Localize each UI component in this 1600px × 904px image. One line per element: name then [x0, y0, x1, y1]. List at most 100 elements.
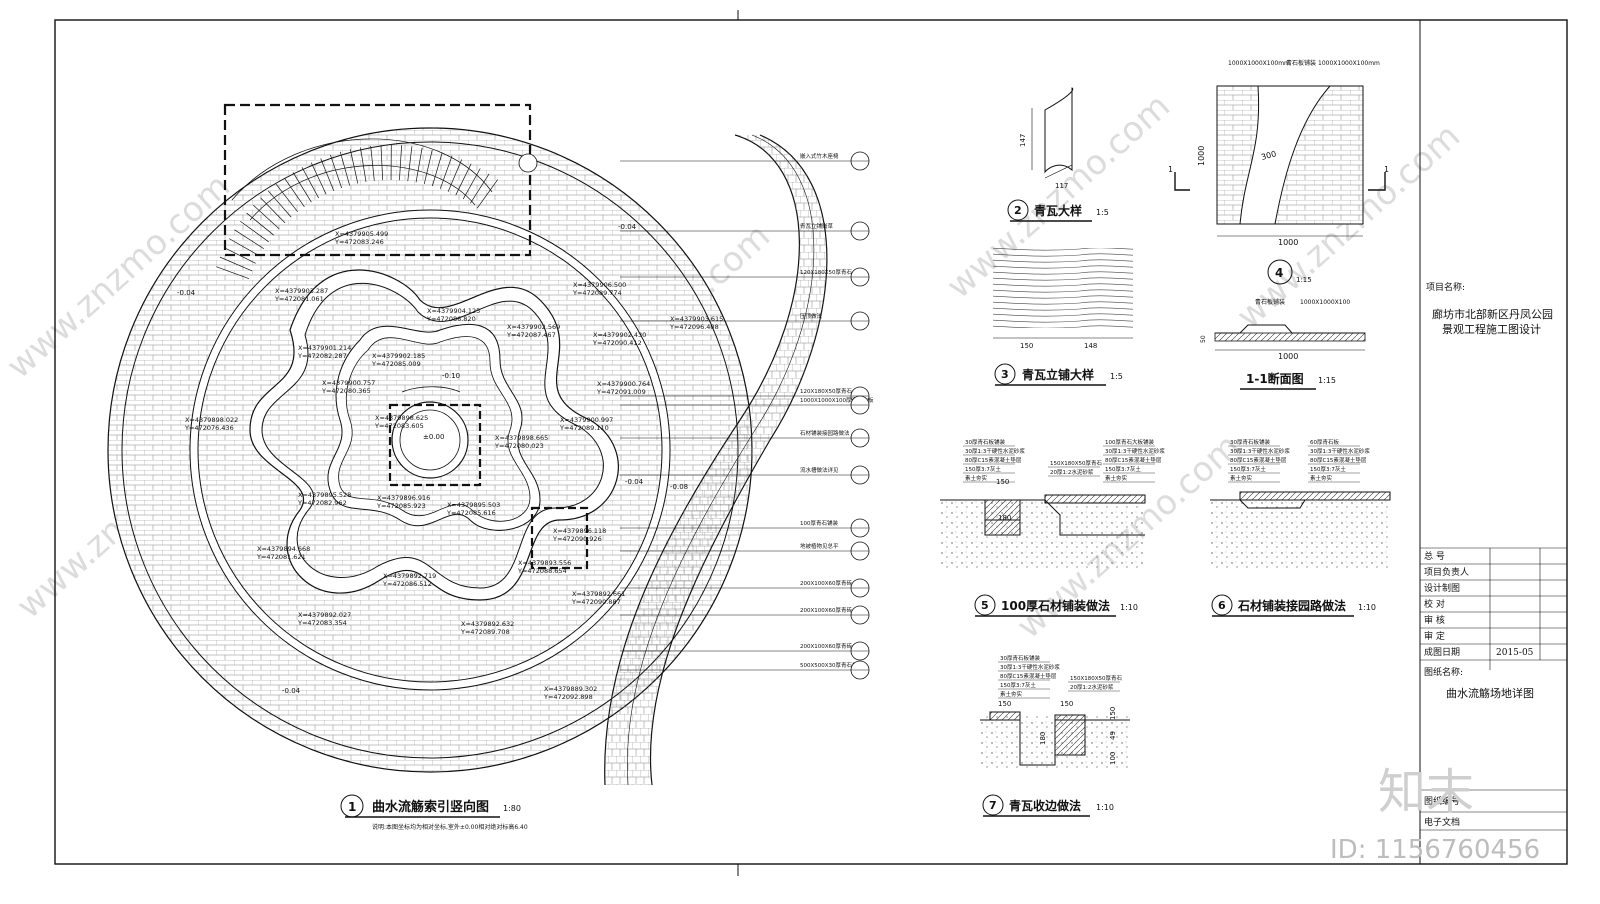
coordinate-x: X=4379902.569: [507, 323, 560, 331]
detail-note: 素土夯实: [1310, 474, 1333, 482]
detail-note: 素土夯实: [1105, 474, 1128, 482]
level-mark: -0.10: [442, 372, 460, 380]
svg-text:1000X1000X100mm: 1000X1000X100mm: [1228, 60, 1290, 67]
section-1-1: 50 青石板铺装 1000X1000X100 1000 1-1断面图 1:15: [1200, 298, 1366, 390]
detail-note: 150厚3:7灰土: [1230, 465, 1266, 473]
svg-text:知末: 知末: [1378, 764, 1474, 820]
coordinate-y: Y=472090.926: [552, 535, 602, 543]
detail-note: 30厚青石板铺装: [965, 438, 1005, 446]
coordinate-x: X=4379901.214: [298, 344, 351, 352]
coordinate-x: X=4379903.287: [275, 287, 328, 295]
detail-note: 150X180X50厚青石: [1050, 459, 1103, 467]
svg-text:1:5: 1:5: [1096, 208, 1109, 217]
title-row: 总 号: [1424, 550, 1445, 562]
coordinate-x: X=4379893.556: [518, 559, 571, 567]
detail-note: 80厚C15素混凝土垫层: [965, 456, 1022, 464]
svg-text:148: 148: [1084, 342, 1097, 350]
detail-note: 100厚青石大板铺装: [1105, 438, 1154, 446]
coordinate-x: X=4379904.125: [427, 307, 480, 315]
coordinate-y: Y=472085.009: [371, 360, 421, 368]
coordinate-x: X=4379892.661: [572, 590, 625, 598]
drawing-name: 曲水流觞场地详图: [1446, 686, 1534, 700]
plan-view: [107, 103, 828, 786]
coordinate-y: Y=472090.412: [592, 339, 642, 347]
svg-text:说明:本图坐标均为相对坐标,室外±0.00相对绝对标高6.4: 说明:本图坐标均为相对坐标,室外±0.00相对绝对标高6.40: [372, 823, 528, 831]
svg-text:1: 1: [1168, 165, 1173, 174]
coordinate-x: X=4379898.625: [375, 414, 428, 422]
coordinate-y: Y=472087.467: [506, 331, 556, 339]
svg-text:100: 100: [1109, 752, 1117, 765]
svg-text:青石板铺装: 青石板铺装: [1286, 59, 1316, 67]
level-mark: -0.04: [282, 687, 301, 695]
callout-label: 压顶做法: [800, 312, 823, 320]
detail-note: 30厚1:3干硬性水泥砂浆: [965, 447, 1025, 455]
date-label: 成图日期: [1424, 646, 1460, 658]
coordinate-x: X=4379896.916: [377, 494, 430, 502]
coordinate-y: Y=472085.616: [446, 509, 496, 517]
coordinate-x: X=4379898.022: [185, 416, 238, 424]
detail-note: 素土夯实: [965, 474, 988, 482]
svg-text:117: 117: [1055, 182, 1068, 190]
detail-note: 素土夯实: [1230, 474, 1253, 482]
svg-text:180: 180: [1039, 732, 1047, 745]
coordinate-x: X=4379892.719: [383, 572, 436, 580]
coordinate-labels: X=4379905.499Y=472083.246X=4379903.287Y=…: [184, 230, 723, 701]
coordinate-x: X=4379895.528: [298, 491, 351, 499]
coordinate-x: X=4379900.997: [560, 416, 613, 424]
coordinate-y: Y=472083.246: [334, 238, 384, 246]
callout-label: 石材铺装接园路做法: [800, 429, 850, 437]
svg-text:6: 6: [1218, 599, 1226, 612]
coordinate-y: Y=472081.061: [274, 295, 324, 303]
detail-note: 素土夯实: [1000, 690, 1023, 698]
level-mark: -0.04: [177, 289, 196, 297]
svg-text:150: 150: [998, 700, 1011, 708]
title-row: 校 对: [1424, 598, 1445, 610]
drawing-label: 图纸名称:: [1424, 666, 1463, 678]
no-label: 图纸编号: [1424, 795, 1460, 807]
svg-text:150: 150: [1109, 707, 1117, 720]
detail-note: 80厚C15素混凝土垫层: [1310, 456, 1367, 464]
callout-label: 120X180X50厚青石: [800, 387, 853, 395]
coordinate-y: Y=472090.887: [571, 598, 621, 606]
callout-label: 100厚青石铺装: [800, 519, 838, 527]
level-mark: ±0.00: [423, 433, 444, 441]
svg-text:青瓦立铺大样: 青瓦立铺大样: [1022, 367, 1094, 382]
callout-label: 地被植物见总平: [800, 542, 839, 550]
coordinate-x: X=4379896.118: [553, 527, 606, 535]
detail-5: 180 150 30厚青石板铺装30厚1:3干硬性水泥砂浆80厚C15素混凝土垫…: [940, 438, 1165, 617]
svg-text:1:15: 1:15: [1296, 276, 1312, 284]
svg-text:1000: 1000: [1278, 352, 1298, 361]
coordinate-y: Y=472086.512: [382, 580, 432, 588]
svg-text:青石板铺装: 青石板铺装: [1255, 298, 1285, 306]
svg-text:100厚石材铺装做法: 100厚石材铺装做法: [1001, 598, 1110, 613]
coordinate-y: Y=472083.605: [374, 422, 424, 430]
callout-label: 200X100X60厚青砖: [800, 606, 853, 614]
detail-note: 150厚3:7灰土: [1000, 681, 1036, 689]
callout-label: 青瓦立铺嵌草: [800, 222, 834, 230]
plan-title: 1 曲水流觞索引竖向图 1:80 说明:本图坐标均为相对坐标,室外±0.00相对…: [340, 794, 528, 831]
coordinate-x: X=4379892.027: [298, 611, 351, 619]
coordinate-y: Y=472076.436: [184, 424, 234, 432]
title-row: 审 核: [1424, 614, 1445, 626]
level-marks: -0.04 -0.04 -0.04 -0.04 -0.10 ±0.00 -0.0…: [177, 223, 688, 695]
coordinate-y: Y=472080.365: [321, 387, 371, 395]
project-name-2: 景观工程施工图设计: [1442, 323, 1541, 336]
coordinate-x: X=4379889.302: [544, 685, 597, 693]
svg-text:150: 150: [1020, 342, 1033, 350]
svg-text:1:10: 1:10: [1120, 603, 1138, 612]
detail-2: 147 117 2 青瓦大样 1:5: [1007, 87, 1109, 222]
svg-text:50: 50: [1200, 335, 1207, 343]
coordinate-y: Y=472089.774: [572, 289, 622, 297]
coordinate-y: Y=472086.820: [426, 315, 476, 323]
coordinate-x: X=4379903.615: [670, 315, 723, 323]
svg-text:150: 150: [1060, 700, 1073, 708]
project-name-1: 廊坊市北部新区丹凤公园: [1432, 307, 1553, 321]
coordinate-x: X=4379898.665: [495, 434, 548, 442]
detail-note: 80厚C15素混凝土垫层: [1000, 672, 1057, 680]
coordinate-y: Y=472091.009: [596, 388, 646, 396]
svg-text:1: 1: [1384, 165, 1389, 174]
detail-note: 30厚1:3干硬性水泥砂浆: [1000, 663, 1060, 671]
title-row: 设计制图: [1424, 582, 1460, 594]
coordinate-y: Y=472089.110: [559, 424, 609, 432]
